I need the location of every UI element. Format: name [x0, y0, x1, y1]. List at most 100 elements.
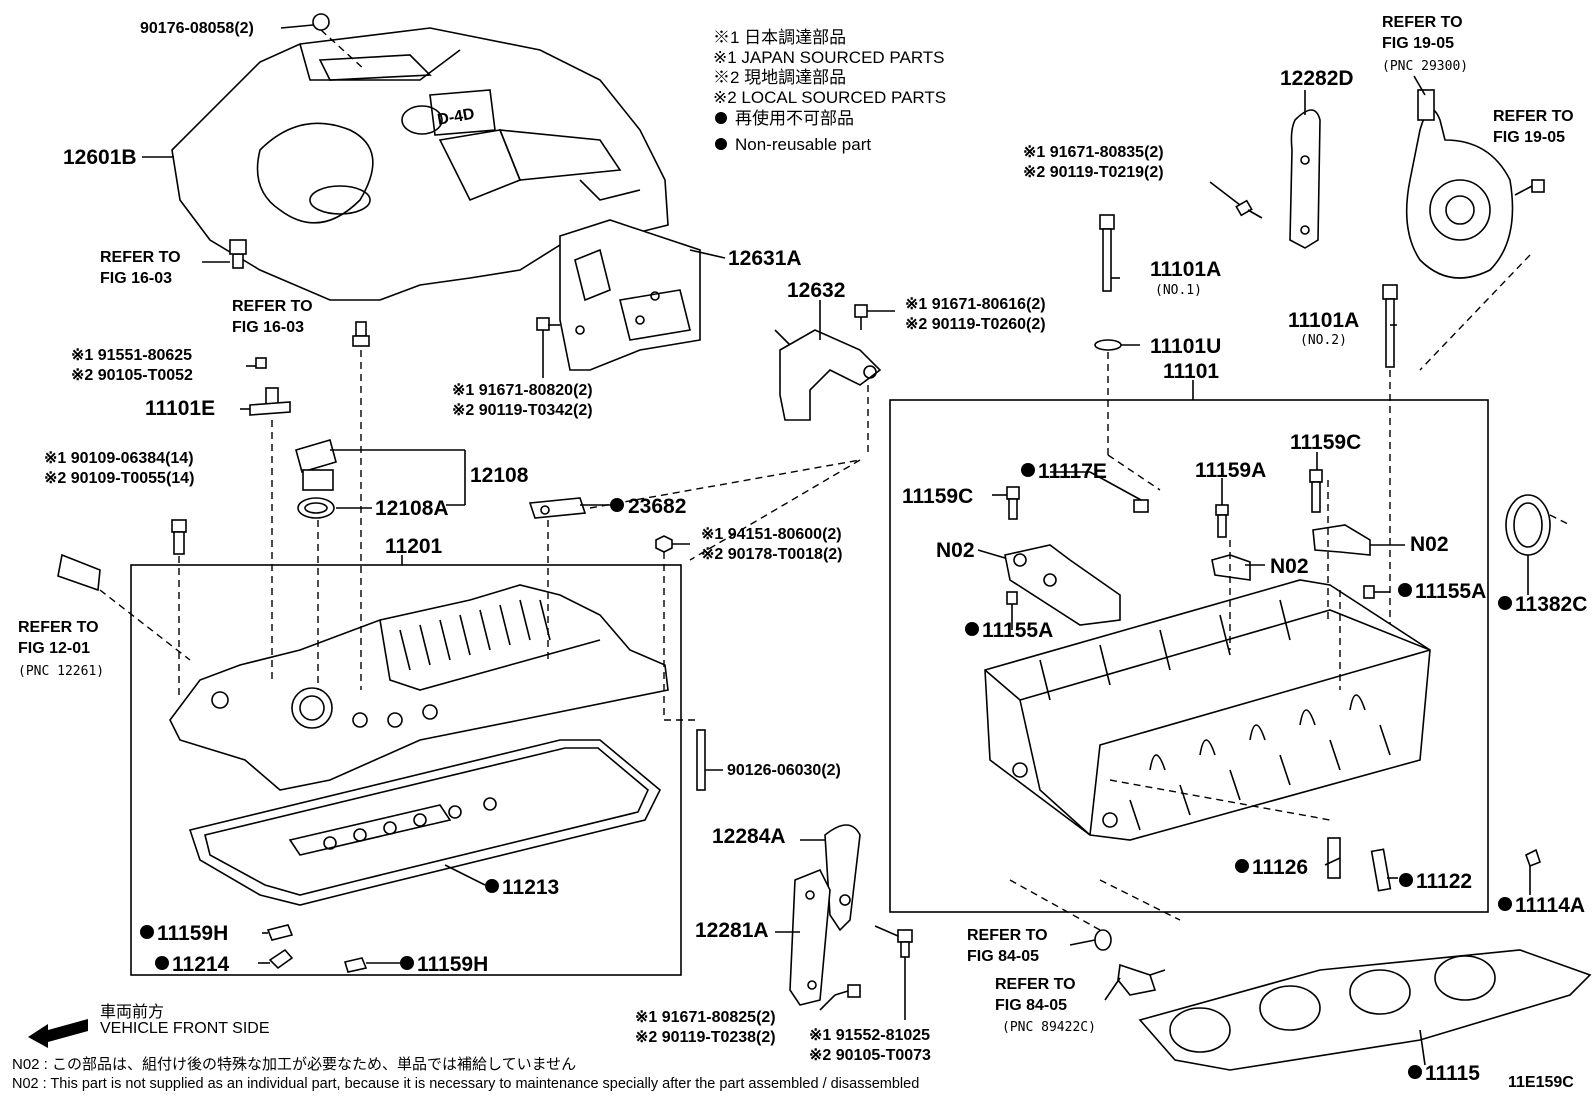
camshaft-cap-right: [1312, 524, 1375, 599]
vacuum-pump: [1405, 89, 1531, 371]
label-pnc-89422C: (PNC 89422C): [1002, 1020, 1096, 1035]
label-refer-16-03-b: REFER TO: [232, 298, 313, 315]
label-90119-T0260: ※2 90119-T0260(2): [905, 316, 1046, 333]
bracket-12282D: [1289, 109, 1321, 249]
label-23682: 23682: [628, 495, 686, 518]
label-91671-80820: ※1 91671-80820(2): [452, 382, 593, 399]
legend-line-2: ※1 JAPAN SOURCED PARTS: [713, 48, 945, 67]
label-fig-19-05-b: FIG 19-05: [1493, 129, 1565, 146]
bolt-11159C-left: [1006, 486, 1020, 520]
label-11101: 11101: [1163, 360, 1219, 383]
bolt-91671-80616: [854, 304, 868, 330]
label-11114A: 11114A: [1515, 894, 1585, 917]
figure-code: 11E159C: [1508, 1074, 1574, 1091]
label-refer-19-05-a: REFER TO: [1382, 14, 1463, 31]
label-11117E: 11117E: [1038, 460, 1107, 483]
label-90178: ※2 90178-T0018(2): [701, 546, 843, 563]
bolt-91671-80825: [834, 984, 861, 998]
label-90176: 90176-08058(2): [140, 20, 254, 37]
label-11159C-right: 11159C: [1290, 431, 1361, 454]
cylinder-head-cover-frame: [130, 564, 682, 976]
label-11126: 11126: [1252, 856, 1308, 879]
head-bolt-no2: [1382, 284, 1398, 650]
pin-11122: [1370, 848, 1392, 892]
label-12108: 12108: [470, 464, 529, 487]
camshaft-cap-left: [1004, 544, 1121, 626]
bracket-12631A: [559, 219, 701, 371]
bolt-refer-16-03-b: [352, 321, 370, 690]
bolt-91671-80820: [536, 317, 560, 365]
label-11101A-no2: 11101A: [1288, 309, 1359, 332]
label-91671-80825: ※1 91671-80825(2): [635, 1009, 776, 1026]
head-bolt-no1: [1094, 214, 1161, 491]
clip-11159H-b: [343, 957, 368, 973]
nut-94151: [655, 535, 700, 721]
bolt-91671-80835: [1235, 199, 1263, 219]
label-90109-T0055: ※2 90109-T0055(14): [44, 470, 194, 487]
non-reusable-dot-icon: [715, 138, 727, 150]
label-91671-80616: ※1 91671-80616(2): [905, 296, 1046, 313]
emblem-text: D-4D: [436, 106, 476, 129]
cylinder-head-cover: [169, 584, 669, 791]
label-11382C: 11382C: [1515, 593, 1587, 616]
bolt-refer-16-03-a: [229, 239, 247, 269]
footnote-jp: N02 : この部品は、組付け後の特殊な加工が必要なため、単品では補給していませ…: [12, 1056, 577, 1073]
pcv-pipe: [57, 553, 191, 661]
legend-line-5: 再使用不可部品: [735, 108, 854, 128]
label-12632: 12632: [787, 279, 845, 302]
oil-filler-cap: [295, 439, 337, 690]
legend-line-1: ※1 日本調達部品: [713, 28, 846, 47]
label-11213: 11213: [502, 876, 559, 899]
sensor-11101E: [249, 357, 291, 680]
plug-11117E: [1089, 471, 1149, 513]
label-11214: 11214: [172, 953, 230, 976]
label-no1: (NO.1): [1155, 283, 1202, 298]
head-cover-gasket-11213: [188, 739, 661, 906]
label-no2: (NO.2): [1300, 333, 1347, 348]
bolt-90109: [171, 519, 187, 700]
label-90119-T0238: ※2 90119-T0238(2): [635, 1029, 776, 1046]
label-11201: 11201: [385, 535, 443, 558]
footnote-en: N02 : This part is not supplied as an in…: [12, 1076, 920, 1092]
label-90105-T0073: ※2 90105-T0073: [809, 1047, 931, 1064]
label-94151: ※1 94151-80600(2): [701, 526, 842, 543]
legend-line-3: ※2 現地調達部品: [713, 68, 846, 87]
legend-line-4: ※2 LOCAL SOURCED PARTS: [713, 88, 946, 107]
label-91671-80835: ※1 91671-80835(2): [1023, 144, 1164, 161]
filler-cap-gasket: [297, 497, 335, 519]
label-refer-19-05-b: REFER TO: [1493, 108, 1574, 125]
bolt-11159A: [1215, 504, 1229, 538]
emblem: [401, 105, 443, 135]
camshaft-cap-mid: [1211, 554, 1251, 581]
gasket-23682: [528, 459, 861, 660]
label-refer-12-01: REFER TO: [18, 619, 99, 636]
label-11159H-a: 11159H: [157, 922, 228, 945]
front-arrow-icon: [28, 1019, 88, 1048]
engine-cover: D-4D: [171, 27, 669, 301]
label-12284A: 12284A: [712, 825, 786, 848]
bolt-vacuum-pump: [1514, 179, 1545, 196]
bracket-12281A: [789, 868, 831, 1006]
label-fig-16-03-b: FIG 16-03: [232, 319, 304, 336]
label-fig-12-01: FIG 12-01: [18, 640, 90, 657]
label-11101E: 11101E: [145, 397, 215, 420]
temperature-sensor: [1009, 879, 1166, 996]
label-11122: 11122: [1416, 870, 1472, 893]
label-11101A-no1: 11101A: [1150, 258, 1221, 281]
label-N02-left: N02: [936, 539, 975, 562]
label-90119-T0342: ※2 90119-T0342(2): [452, 402, 593, 419]
label-90119-T0219: ※2 90119-T0219(2): [1023, 164, 1164, 181]
vehicle-front-label-jp: 車両前方: [100, 1004, 165, 1021]
label-11155A-right: 11155A: [1415, 580, 1486, 603]
vehicle-front-label-en: VEHICLE FRONT SIDE: [100, 1020, 270, 1037]
label-12601B: 12601B: [63, 146, 137, 169]
label-fig-84-05-a: FIG 84-05: [967, 948, 1039, 965]
stud-90126: [696, 729, 706, 791]
bracket-12284A: [824, 824, 861, 932]
grommet-90176: [312, 13, 366, 71]
label-fig-19-05-a: FIG 19-05: [1382, 35, 1454, 52]
label-pnc-29300: (PNC 29300): [1382, 59, 1468, 74]
label-N02-right: N02: [1410, 533, 1449, 556]
label-90126: 90126-06030(2): [727, 762, 841, 779]
